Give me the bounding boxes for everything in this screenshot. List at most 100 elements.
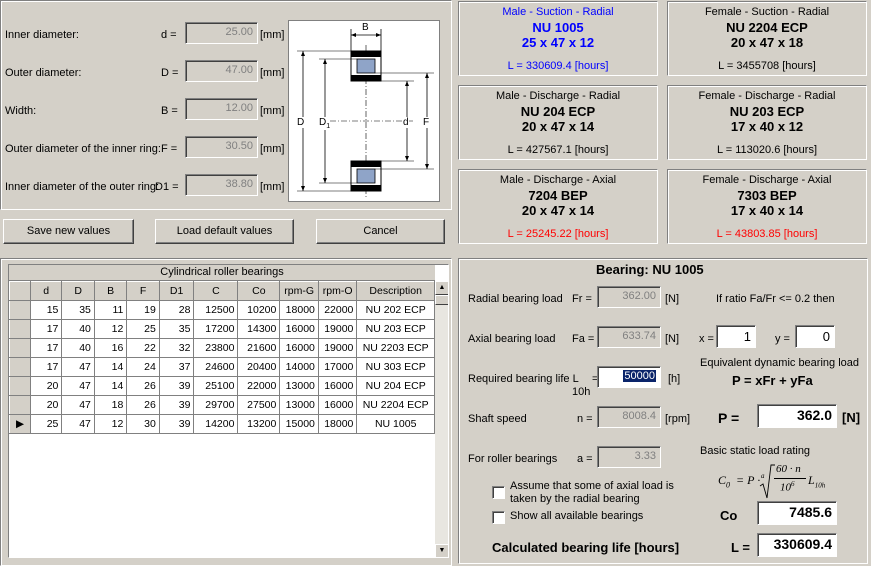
table-cell[interactable]: 12500	[193, 300, 239, 320]
table-cell[interactable]: NU 2204 ECP	[356, 395, 435, 415]
table-cell[interactable]: 47	[61, 357, 95, 377]
row-indicator[interactable]	[9, 376, 31, 396]
column-header[interactable]: rpm-O	[317, 281, 358, 301]
table-cell[interactable]: 12	[94, 319, 128, 339]
table-cell[interactable]: 22	[126, 338, 160, 358]
table-cell[interactable]: 23800	[193, 338, 239, 358]
table-cell[interactable]: 16000	[318, 376, 358, 396]
table-cell[interactable]: 18000	[279, 300, 319, 320]
table-cell[interactable]: 15000	[279, 414, 319, 434]
table-cell[interactable]: 32	[159, 338, 195, 358]
table-cell[interactable]: 40	[61, 338, 95, 358]
show-all-bearings-checkbox[interactable]	[492, 511, 505, 524]
table-cell[interactable]: NU 1005	[356, 414, 435, 434]
table-cell[interactable]: 14200	[193, 414, 239, 434]
table-cell[interactable]: 25	[30, 414, 63, 434]
table-cell[interactable]: 10200	[237, 300, 281, 320]
table-cell[interactable]: 17	[30, 357, 63, 377]
assume-axial-checkbox[interactable]	[492, 486, 505, 499]
inner-outer-ring-field[interactable]: 38.80	[185, 174, 258, 196]
table-cell[interactable]: 39	[159, 414, 195, 434]
scroll-up-arrow[interactable]: ▲	[435, 281, 448, 295]
table-cell[interactable]: 47	[61, 395, 95, 415]
table-cell[interactable]: 30	[126, 414, 160, 434]
scroll-down-arrow[interactable]: ▼	[435, 544, 448, 557]
table-cell[interactable]: 39	[159, 395, 195, 415]
table-cell[interactable]: 13000	[279, 395, 319, 415]
table-cell[interactable]: 11	[94, 300, 128, 320]
table-cell[interactable]: 20	[30, 376, 63, 396]
table-cell[interactable]: 27500	[237, 395, 281, 415]
table-cell[interactable]: 17	[30, 319, 63, 339]
row-indicator[interactable]	[9, 395, 31, 415]
scroll-thumb[interactable]	[435, 295, 448, 305]
table-cell[interactable]: 14000	[279, 357, 319, 377]
load-default-values-button[interactable]: Load default values	[155, 219, 294, 244]
table-cell[interactable]: 37	[159, 357, 195, 377]
table-cell[interactable]: 16	[94, 338, 128, 358]
column-header[interactable]: rpm-G	[279, 281, 319, 301]
save-new-values-button[interactable]: Save new values	[3, 219, 134, 244]
table-cell[interactable]: 19000	[318, 319, 358, 339]
table-cell[interactable]: 26	[126, 376, 160, 396]
table-cell[interactable]: 24	[126, 357, 160, 377]
table-cell[interactable]: 19	[126, 300, 160, 320]
table-cell[interactable]: 18000	[318, 414, 358, 434]
table-cell[interactable]: 12	[94, 414, 128, 434]
table-cell[interactable]: 17	[30, 338, 63, 358]
table-cell[interactable]: 40	[61, 319, 95, 339]
table-cell[interactable]: 29700	[193, 395, 239, 415]
column-header[interactable]: D1	[158, 281, 195, 301]
table-cell[interactable]: 28	[159, 300, 195, 320]
table-cell[interactable]: 21600	[237, 338, 281, 358]
table-cell[interactable]: 25100	[193, 376, 239, 396]
roller-exponent-field[interactable]: 3.33	[597, 446, 661, 468]
table-cell[interactable]: 18	[94, 395, 128, 415]
required-life-field[interactable]: 50000	[597, 366, 661, 388]
column-header[interactable]: d	[29, 281, 63, 301]
column-header[interactable]: C	[193, 281, 239, 301]
table-cell[interactable]: 26	[126, 395, 160, 415]
table-cell[interactable]: NU 202 ECP	[356, 300, 435, 320]
table-cell[interactable]: 16000	[318, 395, 358, 415]
table-cell[interactable]: 39	[159, 376, 195, 396]
column-header[interactable]: Description	[356, 281, 435, 301]
axial-load-field[interactable]: 633.74	[597, 326, 661, 348]
table-cell[interactable]: NU 2203 ECP	[356, 338, 435, 358]
row-indicator[interactable]	[9, 319, 31, 339]
table-cell[interactable]: 24600	[193, 357, 239, 377]
table-cell[interactable]: 14300	[237, 319, 281, 339]
column-header[interactable]: B	[93, 281, 128, 301]
row-indicator[interactable]: ▶	[9, 414, 31, 434]
inner-diameter-field[interactable]: 25.00	[185, 22, 258, 44]
table-cell[interactable]: 15	[30, 300, 63, 320]
table-cell[interactable]: 35	[61, 300, 95, 320]
table-cell[interactable]: 13200	[237, 414, 281, 434]
table-cell[interactable]: 20400	[237, 357, 281, 377]
table-cell[interactable]: 17200	[193, 319, 239, 339]
cancel-button[interactable]: Cancel	[316, 219, 445, 244]
table-cell[interactable]: 17000	[318, 357, 358, 377]
table-cell[interactable]: NU 204 ECP	[356, 376, 435, 396]
table-cell[interactable]: 22000	[237, 376, 281, 396]
table-cell[interactable]: 14	[94, 357, 128, 377]
table-cell[interactable]: 47	[61, 376, 95, 396]
table-cell[interactable]: 19000	[318, 338, 358, 358]
table-cell[interactable]: 16000	[279, 338, 319, 358]
y-factor-field[interactable]: 0	[795, 325, 835, 348]
outer-diameter-field[interactable]: 47.00	[185, 60, 258, 82]
table-cell[interactable]: NU 303 ECP	[356, 357, 435, 377]
x-factor-field[interactable]: 1	[716, 325, 756, 348]
radial-load-field[interactable]: 362.00	[597, 286, 661, 308]
table-scrollbar[interactable]: ▲ ▼	[435, 281, 448, 557]
